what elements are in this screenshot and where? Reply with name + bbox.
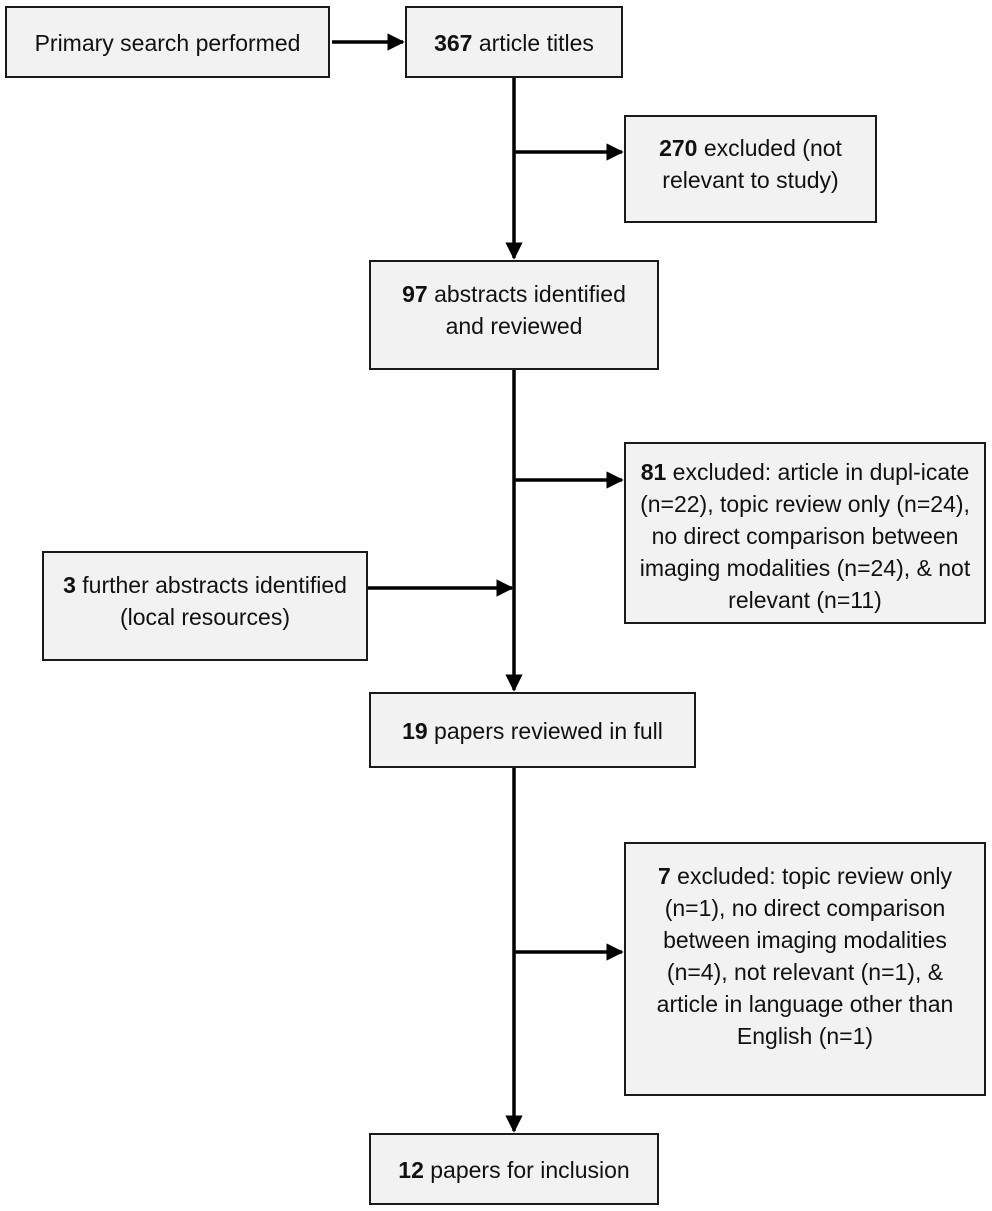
excluded-titles-count: 270 bbox=[659, 135, 698, 161]
inclusion-box: 12 papers for inclusion bbox=[369, 1133, 659, 1205]
excluded-full-label: 7 excluded: topic review only (n=1), no … bbox=[636, 860, 974, 1052]
article-titles-box: 367 article titles bbox=[405, 6, 623, 78]
excluded-abstracts-box: 81 excluded: article in dupl-icate (n=22… bbox=[624, 442, 986, 624]
excluded-abstracts-count: 81 bbox=[640, 459, 667, 485]
further-abstracts-box: 3 further abstracts identified (local re… bbox=[42, 551, 368, 661]
further-abstracts-count: 3 bbox=[63, 572, 76, 598]
excluded-full-text: excluded: topic review only (n=1), no di… bbox=[656, 863, 954, 1049]
excluded-abstracts-text: excluded: article in dupl-icate (n=22), … bbox=[639, 459, 971, 613]
article-titles-text: article titles bbox=[472, 30, 594, 56]
excluded-titles-box: 270 excluded (not relevant to study) bbox=[624, 115, 877, 223]
excluded-full-count: 7 bbox=[657, 863, 671, 889]
inclusion-label: 12 papers for inclusion bbox=[398, 1154, 629, 1186]
article-titles-count: 367 bbox=[434, 30, 473, 56]
abstracts-count: 97 bbox=[402, 281, 428, 307]
article-titles-label: 367 article titles bbox=[434, 27, 594, 59]
full-review-label: 19 papers reviewed in full bbox=[402, 715, 663, 747]
primary-search-label: Primary search performed bbox=[34, 30, 301, 56]
further-abstracts-text: further abstracts identified (local reso… bbox=[75, 572, 347, 630]
inclusion-text: papers for inclusion bbox=[423, 1157, 630, 1183]
inclusion-count: 12 bbox=[398, 1157, 424, 1183]
primary-search-box: Primary search performed bbox=[5, 6, 330, 78]
excluded-titles-text: excluded (not relevant to study) bbox=[662, 135, 842, 193]
excluded-abstracts-label: 81 excluded: article in dupl-icate (n=22… bbox=[636, 456, 974, 616]
excluded-full-box: 7 excluded: topic review only (n=1), no … bbox=[624, 842, 986, 1096]
abstracts-text: abstracts identified and reviewed bbox=[427, 281, 626, 339]
full-review-box: 19 papers reviewed in full bbox=[369, 692, 696, 768]
excluded-titles-label: 270 excluded (not relevant to study) bbox=[636, 132, 865, 196]
full-review-text: papers reviewed in full bbox=[427, 718, 663, 744]
further-abstracts-label: 3 further abstracts identified (local re… bbox=[54, 569, 356, 633]
abstracts-box: 97 abstracts identified and reviewed bbox=[369, 260, 659, 370]
full-review-count: 19 bbox=[402, 718, 428, 744]
abstracts-label: 97 abstracts identified and reviewed bbox=[381, 278, 647, 342]
